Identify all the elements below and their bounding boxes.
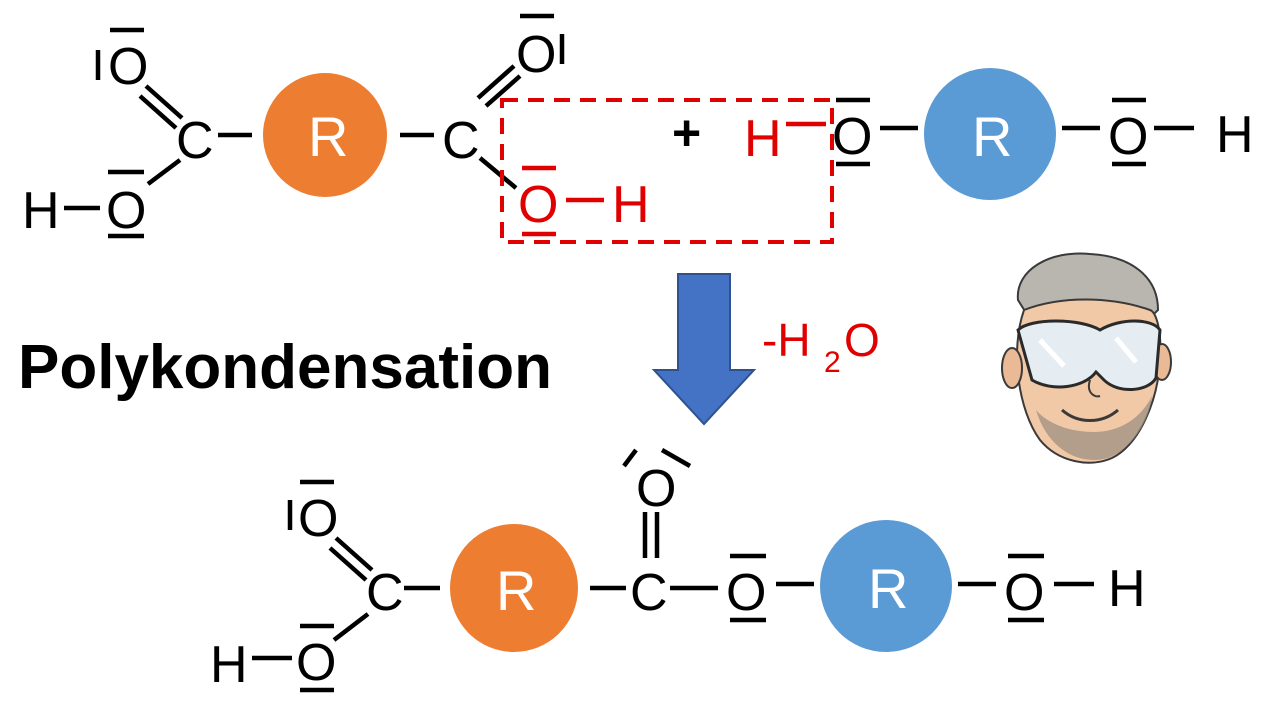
atom-h-red: H [744, 110, 782, 168]
bond [328, 546, 368, 582]
bond [334, 536, 374, 572]
r-group-blue [820, 520, 952, 652]
r-label: R [308, 105, 348, 168]
down-arrow-icon [651, 273, 757, 426]
atom-o: O [296, 634, 336, 692]
atom-o: O [636, 460, 676, 518]
condition-suffix: O [844, 314, 880, 366]
atom-o: O [106, 182, 146, 240]
scientist-with-goggles-icon [1001, 252, 1172, 464]
bond [484, 74, 522, 108]
condition-prefix: -H [762, 314, 811, 366]
atom-h: H [22, 182, 60, 240]
bond [138, 94, 178, 130]
eliminated-water-label: -H 2 O [762, 314, 880, 379]
diol: H O R O H [744, 68, 1254, 200]
bond [332, 612, 370, 642]
ester-product: O C H O R C O O R O H [210, 448, 1146, 694]
r-label: R [972, 105, 1012, 168]
atom-o: O [298, 490, 338, 548]
plus-sign: + [672, 105, 701, 161]
atom-o: O [832, 108, 872, 166]
condition-subscript: 2 [824, 346, 841, 379]
atom-h: H [1108, 560, 1146, 618]
bond [144, 84, 184, 120]
r-group-blue [924, 68, 1056, 200]
atom-c: C [176, 112, 214, 170]
r-label: R [496, 559, 536, 622]
atom-o: O [1004, 564, 1044, 622]
atom-o-red: O [518, 176, 558, 234]
atom-o: O [108, 38, 148, 96]
atom-o: O [516, 26, 556, 84]
atom-c: C [442, 112, 480, 170]
reaction-title: Polykondensation [18, 333, 552, 402]
elimination-highlight-box [500, 98, 834, 244]
lone-pair [660, 448, 692, 468]
r-group-orange [263, 73, 387, 197]
lone-pair [622, 448, 638, 468]
atom-h: H [1216, 106, 1254, 164]
bond [476, 64, 516, 100]
bond [146, 158, 182, 186]
atom-c: C [630, 564, 668, 622]
atom-o: O [1108, 108, 1148, 166]
atom-h: H [210, 636, 248, 694]
atom-o: O [726, 564, 766, 622]
r-group-orange [450, 524, 578, 652]
atom-c: C [366, 564, 404, 622]
r-label: R [868, 557, 908, 620]
dicarboxylic-acid: O C H O R C O O H [22, 13, 650, 240]
atom-h-red: H [612, 176, 650, 234]
bond [478, 156, 518, 190]
